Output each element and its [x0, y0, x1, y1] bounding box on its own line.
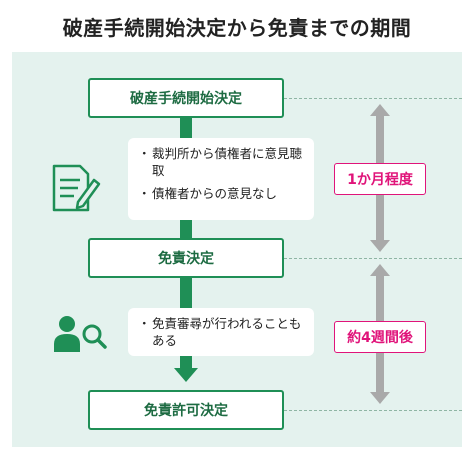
diagram-title: 破産手続開始決定から免責までの期間 — [62, 16, 412, 40]
note-box-creditor-hearing: ・裁判所から債権者に意見聴取 ・債権者からの意見なし — [128, 138, 314, 220]
step-label: 免責許可決定 — [144, 403, 228, 419]
guide-line-middle — [284, 258, 462, 259]
step-label: 免責決定 — [158, 251, 214, 267]
bullet-mark: ・ — [138, 146, 151, 161]
bullet-mark: ・ — [138, 186, 151, 201]
note-text: 裁判所から債権者に意見聴取 — [152, 146, 303, 178]
list-item: ・免責審尋が行われることもある — [138, 315, 306, 349]
period-label-second: 約4週間後 — [334, 321, 426, 353]
guide-line-start — [284, 98, 462, 99]
period-label-first: 1か月程度 — [334, 163, 426, 195]
list-item: ・債権者からの意見なし — [138, 185, 306, 202]
note-text: 免責審尋が行われることもある — [152, 316, 302, 348]
step-discharge-decision: 免責決定 — [88, 238, 284, 278]
note-text: 債権者からの意見なし — [152, 186, 278, 201]
range-arrow-up-icon — [370, 104, 390, 116]
step-bankruptcy-commencement: 破産手続開始決定 — [88, 78, 284, 118]
bullet-mark: ・ — [138, 316, 151, 331]
step-discharge-approval: 免責許可決定 — [88, 390, 284, 430]
person-search-icon — [54, 316, 107, 352]
step-label: 破産手続開始決定 — [130, 91, 242, 107]
flow-arrowhead — [174, 368, 198, 382]
range-arrow-down-icon — [370, 240, 390, 252]
note-box-examination: ・免責審尋が行われることもある — [128, 308, 314, 356]
list-item: ・裁判所から債権者に意見聴取 — [138, 145, 306, 179]
guide-line-end — [284, 410, 462, 411]
document-pen-icon — [52, 164, 101, 212]
range-arrow-down-icon — [370, 392, 390, 404]
range-arrow-up-icon — [370, 264, 390, 276]
